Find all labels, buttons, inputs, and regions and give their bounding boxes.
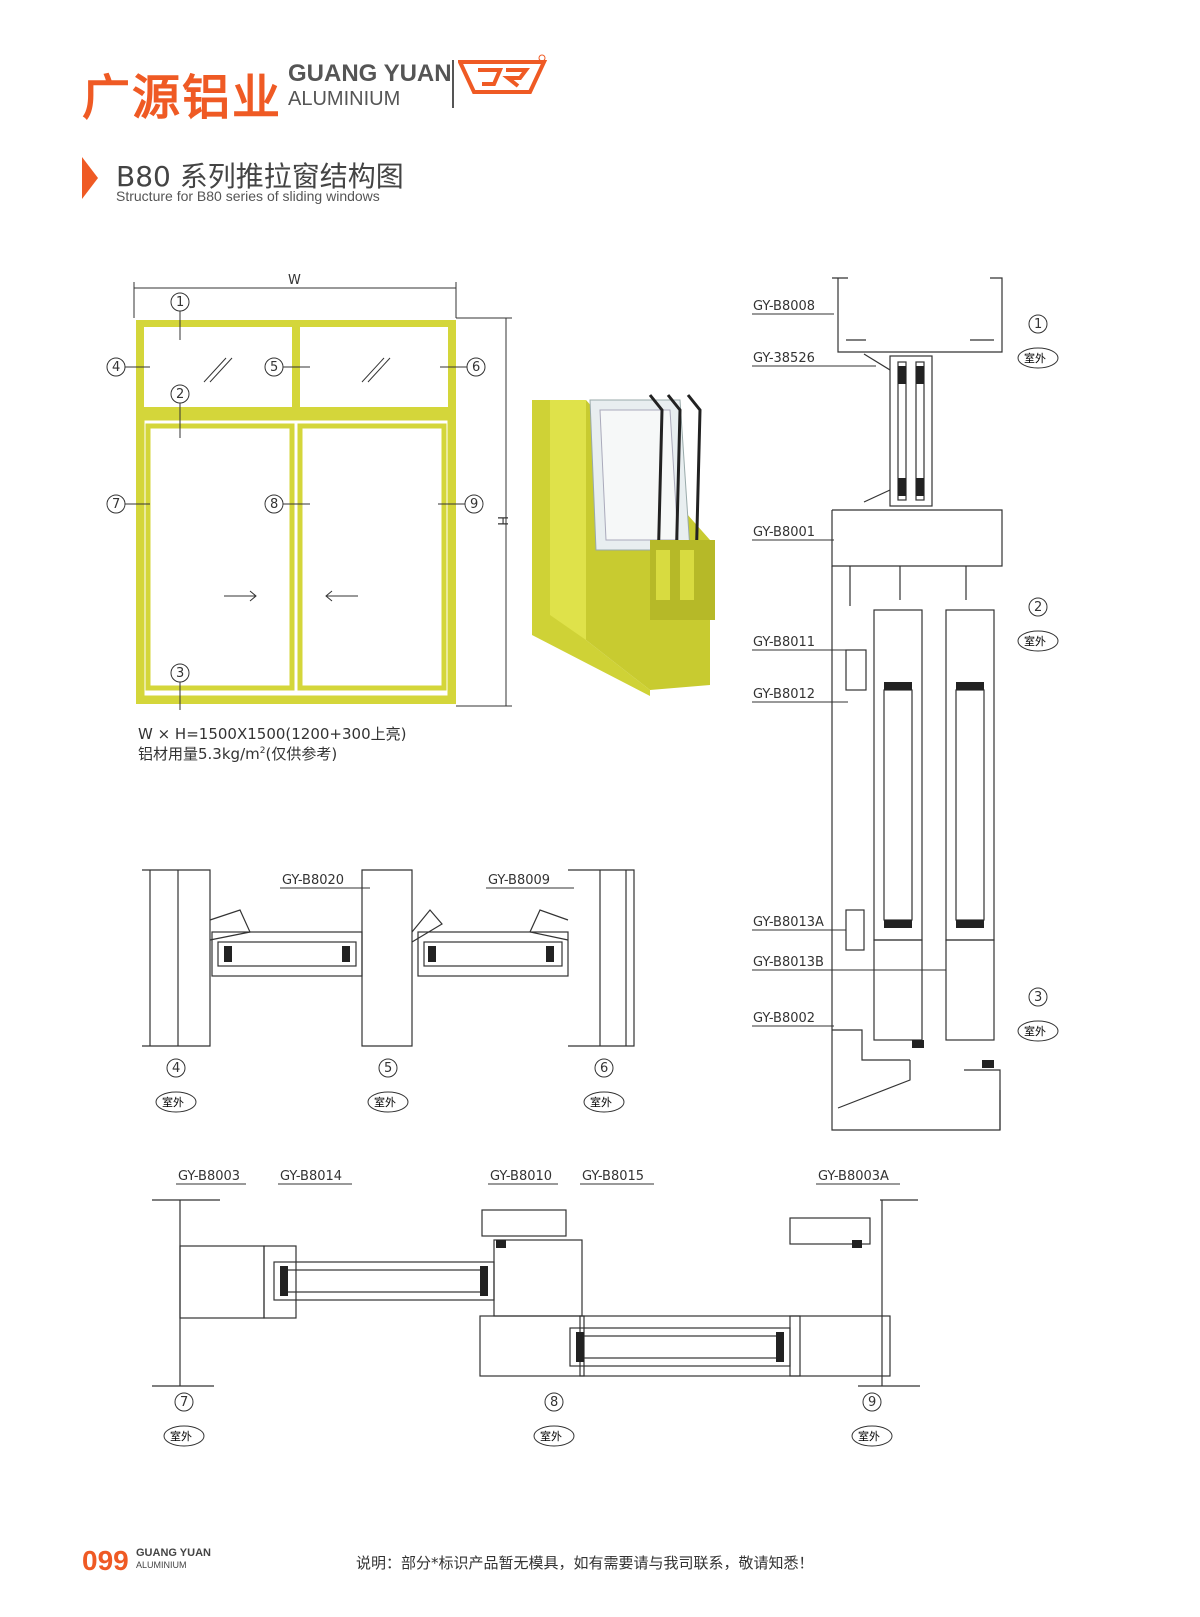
label-gy-b8013b: GY-B8013B — [753, 955, 824, 970]
spec-weight: 铝材用量5.3kg/m2(仅供参考) — [138, 745, 338, 763]
vsection-marker-3: 3 — [1028, 987, 1048, 1007]
svg-text:2: 2 — [1034, 600, 1042, 615]
title-arrow-icon — [82, 157, 98, 199]
svg-text:9: 9 — [470, 497, 478, 512]
marker-5: 5 — [264, 357, 310, 377]
transom-outside-4: 室外 — [155, 1091, 197, 1113]
transom-outside-6: 室外 — [583, 1091, 625, 1113]
sash-section-drawing: GY-B8003 GY-B8014 GY-B8010 GY-B8015 GY-B… — [152, 1169, 920, 1447]
label-gy-b8014: GY-B8014 — [280, 1169, 342, 1184]
svg-text:4: 4 — [172, 1061, 180, 1076]
marker-2: 2 — [170, 384, 190, 438]
svg-text:9: 9 — [868, 1395, 876, 1410]
vsection-marker-1: 1 — [1028, 314, 1048, 334]
label-gy-b8015: GY-B8015 — [582, 1169, 644, 1184]
svg-text:8: 8 — [270, 497, 278, 512]
spec-size: W × H=1500X1500(1200+300上亮) — [138, 725, 407, 743]
transom-marker-4: 4 — [166, 1058, 186, 1078]
vsection-outside-3: 室外 — [1017, 1020, 1059, 1042]
label-gy-38526: GY-38526 — [753, 351, 815, 366]
marker-1: 1 — [170, 292, 190, 340]
svg-text:2: 2 — [176, 387, 184, 402]
sash-marker-9: 9 — [862, 1392, 882, 1412]
marker-6: 6 — [440, 357, 486, 377]
profile-3d-illustration — [532, 394, 715, 696]
svg-text:室外: 室外 — [1024, 634, 1046, 648]
svg-text:室外: 室外 — [1024, 1024, 1046, 1038]
marker-7: 7 — [106, 494, 150, 514]
svg-text:5: 5 — [270, 360, 278, 375]
width-label: W — [288, 273, 301, 288]
marker-8: 8 — [264, 494, 310, 514]
window-elevation: W H 1 2 3 4 5 6 7 8 9 — [106, 273, 512, 710]
sash-outside-7: 室外 — [163, 1425, 205, 1447]
svg-text:6: 6 — [600, 1061, 608, 1076]
transom-marker-6: 6 — [594, 1058, 614, 1078]
brand-divider — [452, 60, 454, 108]
footer-note: 说明：部分*标识产品暂无模具，如有需要请与我司联系，敬请知悉！ — [356, 1554, 814, 1572]
svg-text:3: 3 — [1034, 990, 1042, 1005]
label-gy-b8013a: GY-B8013A — [753, 915, 824, 930]
svg-text:室外: 室外 — [1024, 351, 1046, 365]
transom-marker-5: 5 — [378, 1058, 398, 1078]
vsection-marker-2: 2 — [1028, 597, 1048, 617]
footer-brand: GUANG YUAN — [136, 1547, 211, 1559]
vsection-outside-1: 室外 — [1017, 347, 1059, 369]
label-gy-b8011: GY-B8011 — [753, 635, 815, 650]
vertical-section-drawing: GY-B8008 GY-38526 GY-B8001 GY-B8011 GY-B… — [752, 277, 1059, 1131]
svg-text:1: 1 — [1034, 317, 1042, 332]
marker-9: 9 — [438, 494, 484, 514]
label-gy-b8003: GY-B8003 — [178, 1169, 240, 1184]
svg-text:室外: 室外 — [170, 1429, 192, 1443]
svg-text:8: 8 — [550, 1395, 558, 1410]
svg-text:1: 1 — [176, 295, 184, 310]
svg-text:7: 7 — [112, 497, 120, 512]
svg-text:室外: 室外 — [858, 1429, 880, 1443]
brand-name-en-sub: ALUMINIUM — [288, 88, 401, 110]
label-gy-b8010: GY-B8010 — [490, 1169, 552, 1184]
height-label: H — [494, 516, 509, 526]
brand-name-cn: 广源铝业 — [82, 70, 283, 126]
label-gy-b8009: GY-B8009 — [488, 873, 550, 888]
transom-section-drawing: GY-B8020 GY-B8009 4 室外 5 室外 6 室外 — [142, 869, 635, 1113]
footer-brand-sub: ALUMINIUM — [136, 1560, 187, 1570]
sash-outside-9: 室外 — [851, 1425, 893, 1447]
label-gy-b8020: GY-B8020 — [282, 873, 344, 888]
brand-name-en: GUANG YUAN — [288, 60, 452, 87]
svg-text:室外: 室外 — [590, 1095, 612, 1109]
vsection-outside-2: 室外 — [1017, 630, 1059, 652]
label-gy-b8012: GY-B8012 — [753, 687, 815, 702]
sash-marker-8: 8 — [544, 1392, 564, 1412]
svg-text:室外: 室外 — [540, 1429, 562, 1443]
brand-logo-icon — [458, 54, 548, 94]
svg-text:5: 5 — [384, 1061, 392, 1076]
sash-outside-8: 室外 — [533, 1425, 575, 1447]
label-gy-b8001: GY-B8001 — [753, 525, 815, 540]
marker-3: 3 — [170, 663, 190, 710]
transom-outside-5: 室外 — [367, 1091, 409, 1113]
page-number: 099 — [82, 1545, 129, 1576]
marker-4: 4 — [106, 357, 150, 377]
sash-marker-7: 7 — [174, 1392, 194, 1412]
svg-text:室外: 室外 — [162, 1095, 184, 1109]
page-subtitle: Structure for B80 series of sliding wind… — [116, 188, 380, 204]
svg-text:7: 7 — [180, 1395, 188, 1410]
svg-text:3: 3 — [176, 666, 184, 681]
label-gy-b8002: GY-B8002 — [753, 1011, 815, 1026]
label-gy-b8008: GY-B8008 — [753, 299, 815, 314]
label-gy-b8003a: GY-B8003A — [818, 1169, 889, 1184]
svg-text:4: 4 — [112, 360, 120, 375]
page-title: B80 系列推拉窗结构图 — [116, 160, 404, 193]
svg-text:室外: 室外 — [374, 1095, 396, 1109]
svg-text:6: 6 — [472, 360, 480, 375]
